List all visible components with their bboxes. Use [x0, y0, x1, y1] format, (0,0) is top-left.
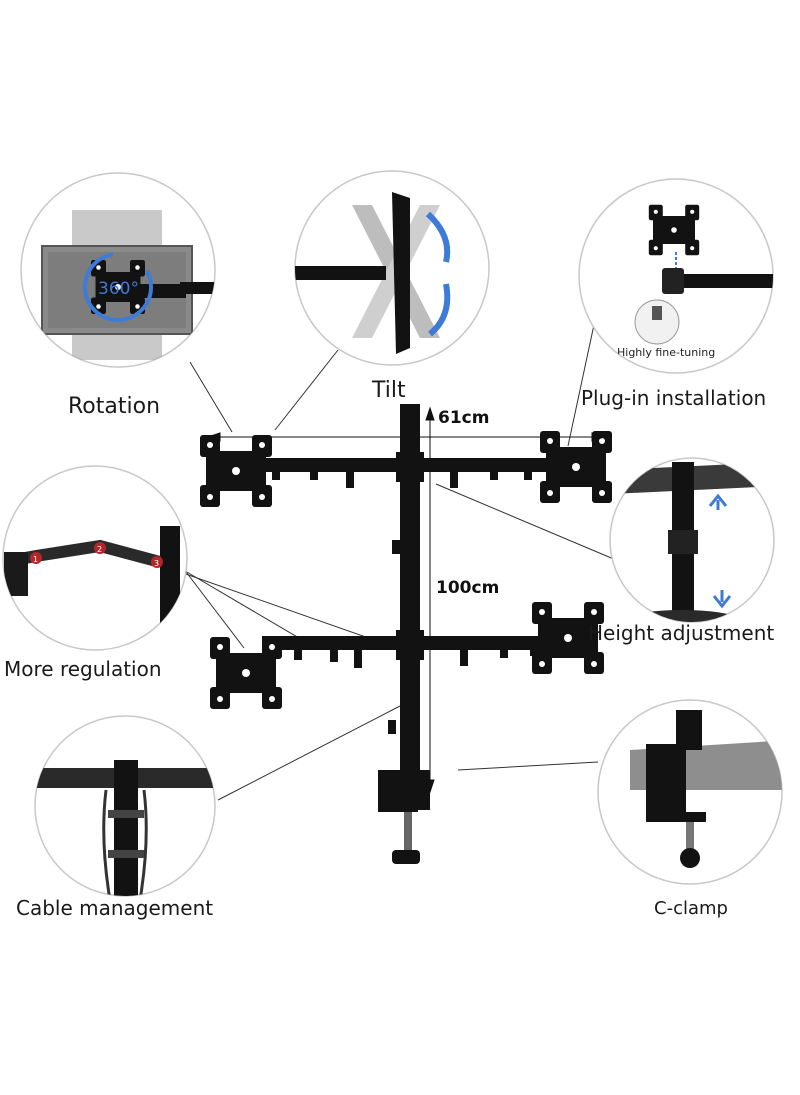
- c-clamp-label: C-clamp: [654, 898, 728, 919]
- dimension-lines: [206, 406, 606, 794]
- cable-management-label: Cable management: [16, 896, 214, 920]
- plugin-sub-label: Highly fine-tuning: [617, 346, 715, 359]
- height-adjustment-label: Height adjustment: [588, 621, 775, 645]
- regulation-inset: 1 2 3: [2, 465, 188, 651]
- monitor-stand: [200, 404, 612, 864]
- rotation-inset: 360°: [20, 172, 216, 368]
- width-dimension: 61cm: [438, 408, 490, 428]
- marker-2: 2: [97, 545, 102, 554]
- cable-inset: [34, 715, 216, 897]
- tilt-inset: [294, 170, 490, 366]
- plugin-label: Plug-in installation: [581, 386, 767, 410]
- rotation-badge: 360°: [98, 279, 139, 299]
- plugin-inset: Highly fine-tuning: [578, 178, 774, 374]
- height-inset: [609, 457, 775, 623]
- tilt-label: Tilt: [372, 378, 406, 403]
- leader-lines: [179, 319, 617, 801]
- height-dimension: 100cm: [436, 578, 500, 598]
- clamp-inset: [597, 699, 783, 885]
- marker-1: 1: [33, 555, 38, 564]
- rotation-label: Rotation: [68, 394, 161, 419]
- more-regulation-label: More regulation: [4, 657, 162, 681]
- marker-3: 3: [154, 559, 159, 568]
